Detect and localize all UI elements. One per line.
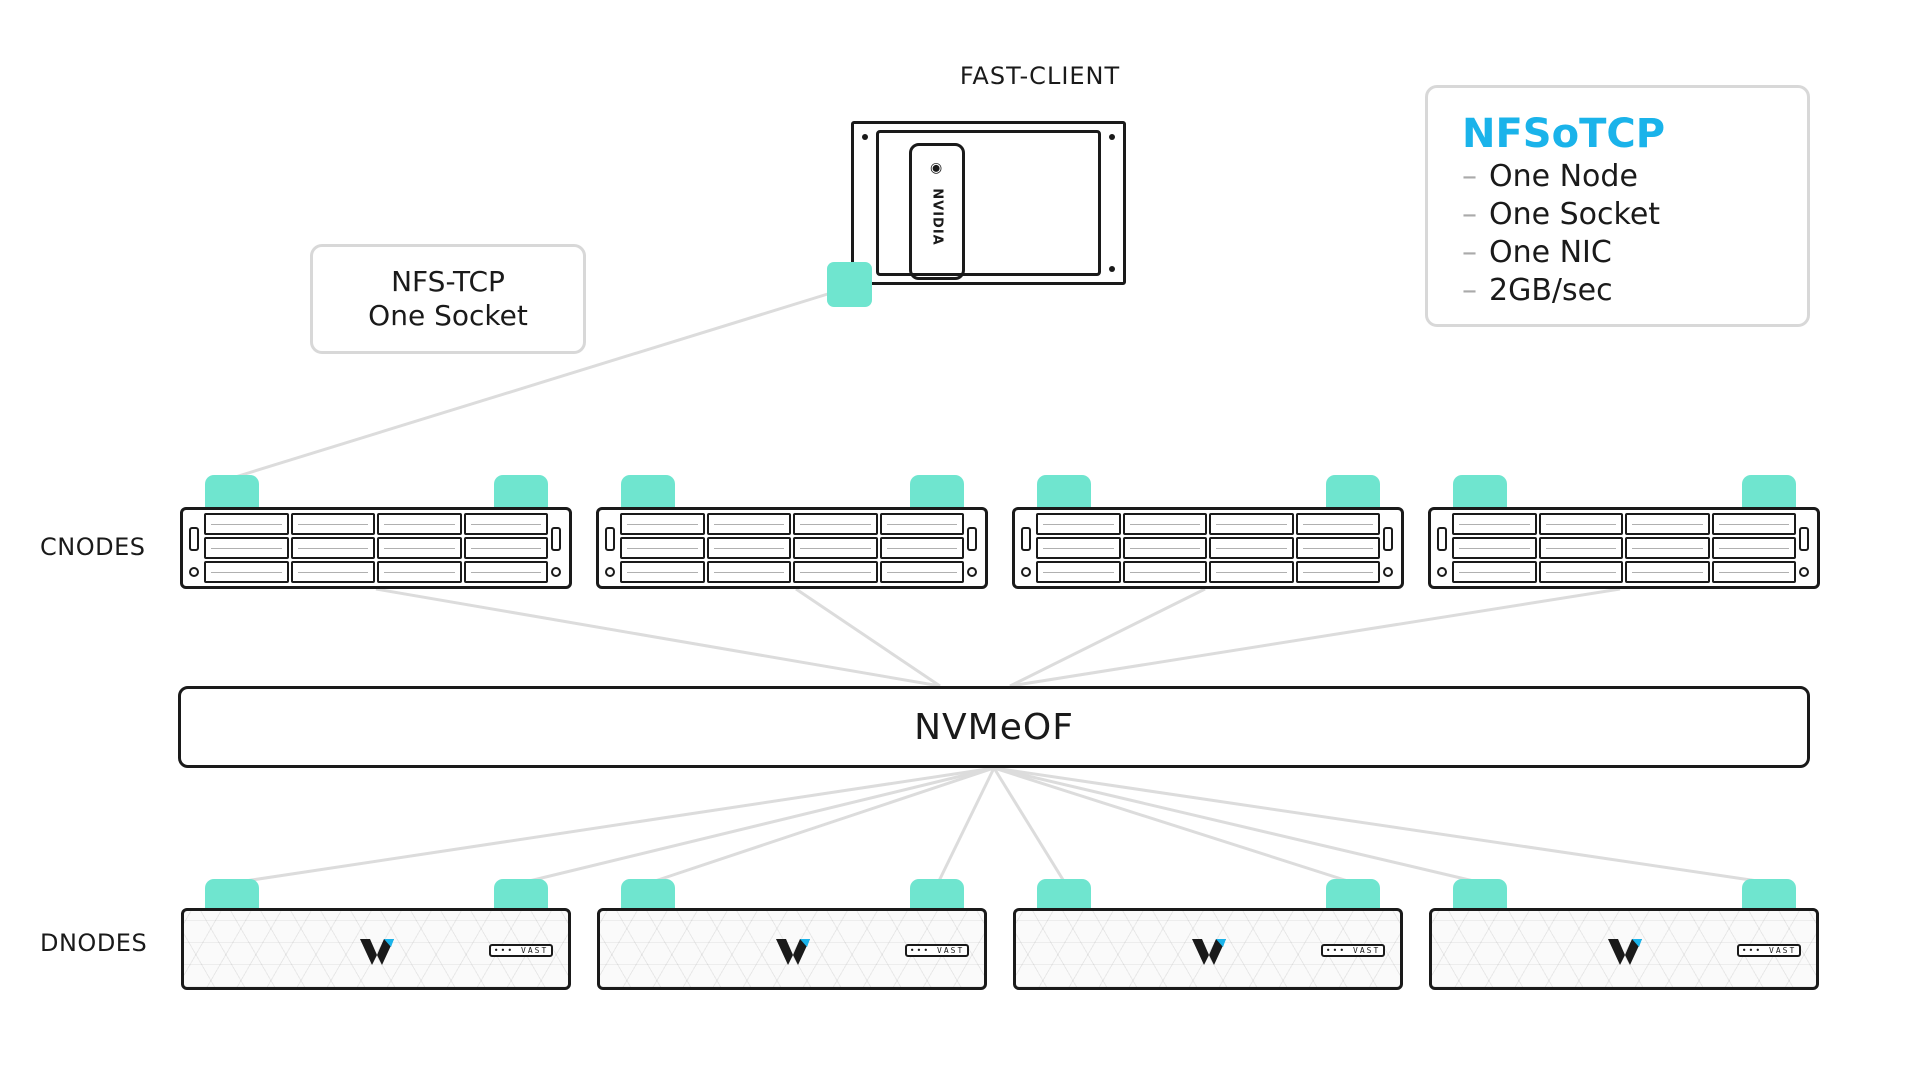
dnode-3-port-b — [1326, 879, 1380, 909]
rack-ear — [602, 515, 620, 581]
wire-cnode-1-to-fabric — [375, 587, 941, 688]
wires-fabric-to-dnodes — [231, 766, 1772, 885]
vast-badge: ••• VAST — [905, 944, 969, 957]
nfs-tcp-title: NFS-TCP — [391, 265, 505, 298]
cnode-1-port-b — [494, 475, 548, 507]
cnode-4-port-a — [1453, 475, 1507, 507]
info-item-node: –One Node — [1462, 159, 1638, 194]
drive-bays — [1452, 513, 1796, 583]
cnode-4-port-b — [1742, 475, 1796, 507]
cnode-1 — [180, 507, 572, 589]
dnode-4-port-b — [1742, 879, 1796, 909]
nvidia-gpu-card: ◉ NVIDIA — [909, 143, 965, 280]
cnode-4 — [1428, 507, 1820, 589]
vast-logo-icon — [1192, 939, 1226, 965]
cnode-3-port-a — [1037, 475, 1091, 507]
wire-cnode-4-to-fabric — [1009, 587, 1621, 688]
dash-icon: – — [1462, 273, 1477, 308]
cnode-3-port-b — [1326, 475, 1380, 507]
dnode-3: ••• VAST — [1013, 908, 1403, 990]
drive-bays — [1036, 513, 1380, 583]
screw-icon — [551, 567, 561, 577]
handle-icon — [1437, 527, 1447, 551]
vast-badge: ••• VAST — [1737, 944, 1801, 957]
mount-hole-icon — [1109, 134, 1115, 140]
vast-logo-icon — [360, 939, 394, 965]
dnode-2-port-a — [621, 879, 675, 909]
rack-ear — [1796, 515, 1814, 581]
rack-ear — [548, 515, 566, 581]
nvmeof-fabric: NVMeOF — [178, 686, 1810, 768]
screw-icon — [1799, 567, 1809, 577]
cnode-2-port-b — [910, 475, 964, 507]
wire-client-to-cnode — [231, 291, 832, 480]
mount-hole-icon — [1109, 266, 1115, 272]
mount-hole-icon — [862, 134, 868, 140]
dnode-2-port-b — [910, 879, 964, 909]
screw-icon — [1021, 567, 1031, 577]
dnode-2: ••• VAST — [597, 908, 987, 990]
screw-icon — [1437, 567, 1447, 577]
handle-icon — [967, 527, 977, 551]
info-item-nic: –One NIC — [1462, 235, 1612, 270]
dnode-3-port-a — [1037, 879, 1091, 909]
cnode-2 — [596, 507, 988, 589]
cnode-2-port-a — [621, 475, 675, 507]
nvidia-eye-icon: ◉ — [930, 160, 943, 176]
vast-badge: ••• VAST — [489, 944, 553, 957]
screw-icon — [967, 567, 977, 577]
dnode-1-port-a — [205, 879, 259, 909]
rack-ear — [1434, 515, 1452, 581]
fabric-label: NVMeOF — [914, 706, 1074, 748]
vast-logo-icon — [776, 939, 810, 965]
rack-ear — [964, 515, 982, 581]
wire-cnode-3-to-fabric — [1009, 587, 1206, 688]
info-item-socket: –One Socket — [1462, 197, 1661, 232]
handle-icon — [1021, 527, 1031, 551]
nfs-tcp-callout: NFS-TCP One Socket — [310, 244, 586, 354]
drive-bays — [620, 513, 964, 583]
info-item-bandwidth: –2GB/sec — [1462, 273, 1613, 308]
dnode-1-port-b — [494, 879, 548, 909]
nfs-tcp-subtitle: One Socket — [368, 299, 528, 332]
gpu-brand-label: NVIDIA — [929, 188, 945, 246]
screw-icon — [605, 567, 615, 577]
wire-cnode-2-to-fabric — [795, 587, 941, 688]
rack-ear — [1018, 515, 1036, 581]
handle-icon — [1799, 527, 1809, 551]
cnodes-label: CNODES — [40, 533, 146, 561]
info-title: NFSoTCP — [1462, 111, 1666, 157]
dash-icon: – — [1462, 197, 1477, 232]
dnode-4: ••• VAST — [1429, 908, 1819, 990]
dnode-1: ••• VAST — [181, 908, 571, 990]
handle-icon — [189, 527, 199, 551]
handle-icon — [551, 527, 561, 551]
drive-bays — [204, 513, 548, 583]
rack-ear — [186, 515, 204, 581]
dash-icon: – — [1462, 159, 1477, 194]
fast-client-server: ◉ NVIDIA — [851, 121, 1126, 285]
screw-icon — [1383, 567, 1393, 577]
cnode-1-port-a — [205, 475, 259, 507]
rack-ear — [1380, 515, 1398, 581]
handle-icon — [1383, 527, 1393, 551]
handle-icon — [605, 527, 615, 551]
screw-icon — [189, 567, 199, 577]
client-chassis-panel: ◉ NVIDIA — [876, 130, 1101, 280]
dnodes-label: DNODES — [40, 929, 148, 957]
dnode-4-port-a — [1453, 879, 1507, 909]
vast-logo-icon — [1608, 939, 1642, 965]
fast-client-label: FAST-CLIENT — [959, 62, 1121, 90]
vast-badge: ••• VAST — [1321, 944, 1385, 957]
dash-icon: – — [1462, 235, 1477, 270]
client-nic-port — [827, 262, 872, 307]
cnode-3 — [1012, 507, 1404, 589]
nfsotcp-info-box: NFSoTCP –One Node –One Socket –One NIC –… — [1425, 85, 1810, 327]
